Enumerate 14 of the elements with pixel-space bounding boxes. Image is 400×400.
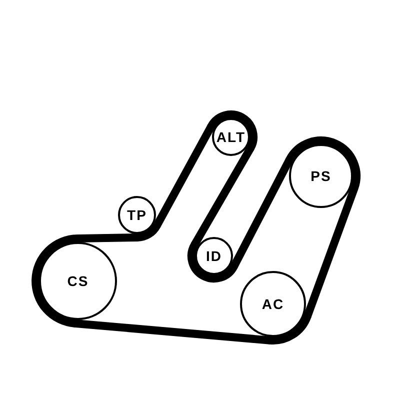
pulley-label: PS — [310, 168, 332, 184]
belt-run — [77, 234, 138, 242]
belt-run — [230, 158, 294, 268]
pulley — [39, 242, 117, 320]
belt-run — [74, 319, 270, 344]
pulley-label: TP — [127, 207, 147, 223]
belt-run — [191, 146, 254, 247]
belt-run — [153, 124, 215, 228]
pulley-label: AC — [262, 296, 284, 312]
pulley-label: CS — [67, 273, 89, 289]
pulley-label: ID — [206, 248, 222, 264]
belt-run — [304, 186, 358, 318]
pulley-label: ALT — [216, 129, 246, 145]
pulley — [118, 196, 156, 234]
